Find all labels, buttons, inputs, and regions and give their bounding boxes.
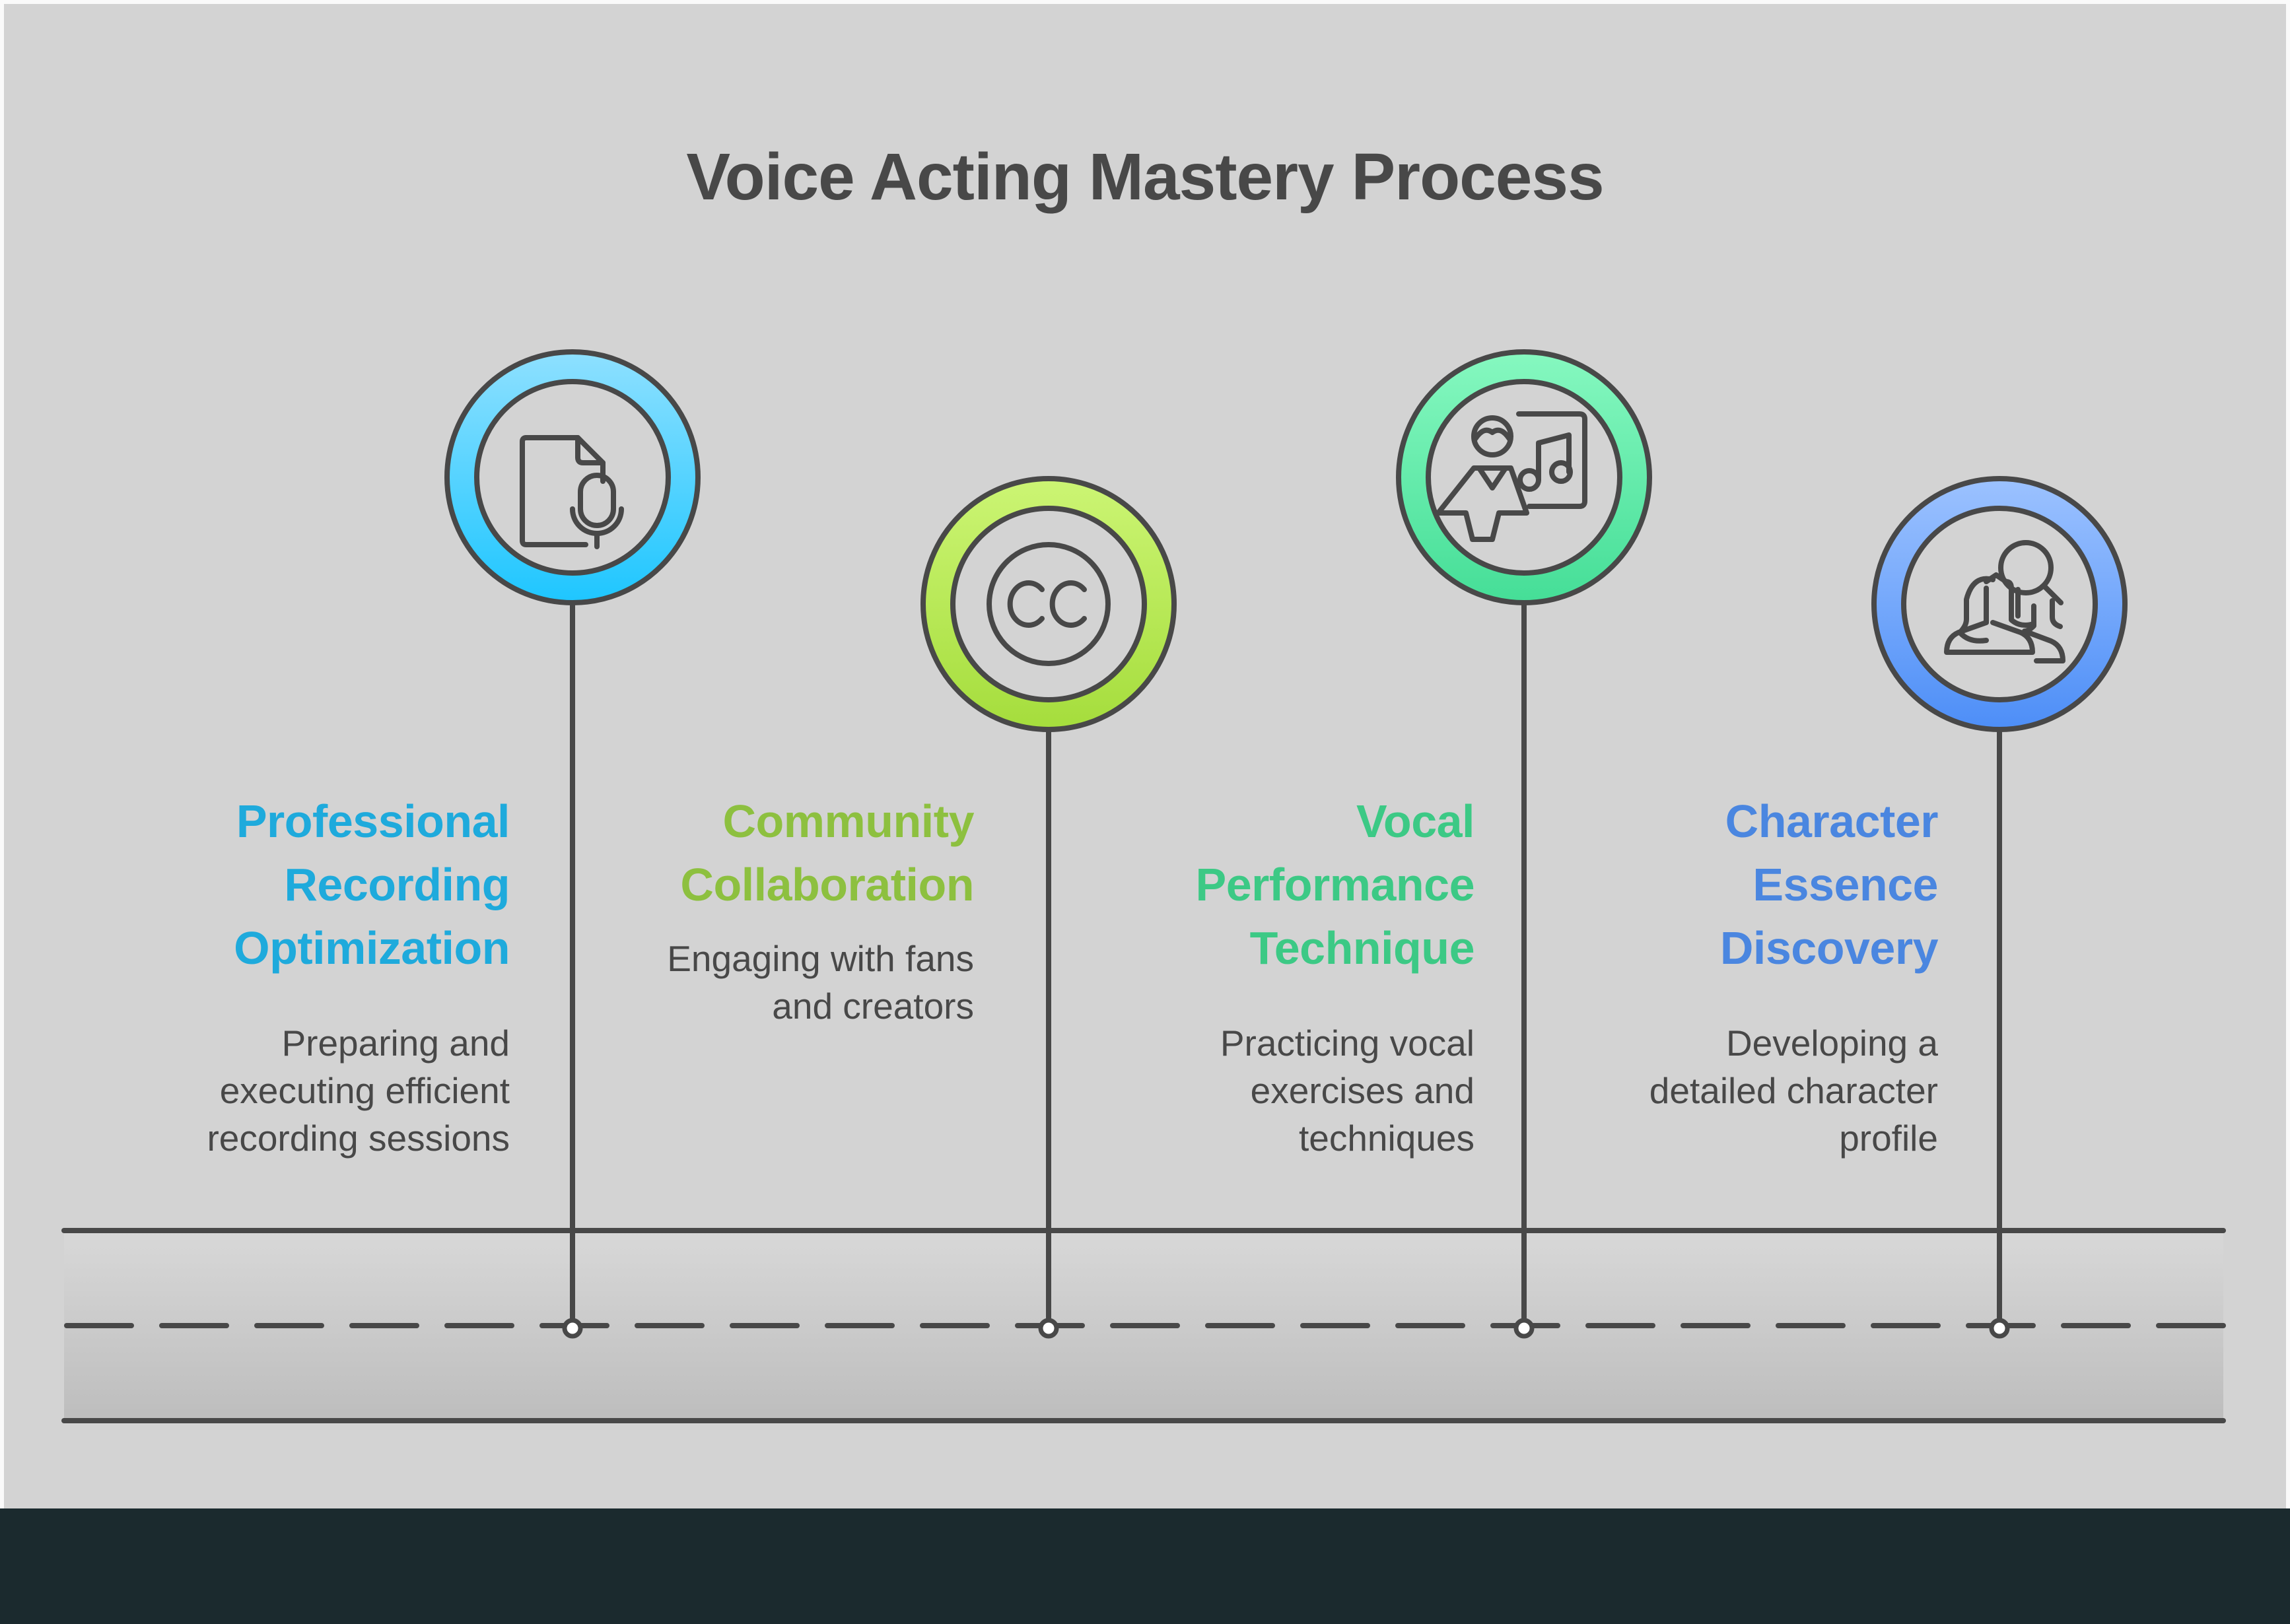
step-community-collaboration xyxy=(920,476,1177,1339)
document-microphone-icon xyxy=(520,435,624,549)
step-1-text: Professional Recording Optimization Prep… xyxy=(207,790,510,1162)
step-4-description: Developing a detailed character profile xyxy=(1649,1023,1938,1159)
timeline-pin xyxy=(1989,1318,2010,1339)
timeline-pin xyxy=(1513,1318,1535,1339)
person-search-icon xyxy=(1944,540,2065,663)
step-3-text: Vocal Performance Technique Practicing v… xyxy=(1196,790,1475,1162)
step-inner-circle xyxy=(950,506,1147,702)
closed-captions-icon xyxy=(987,542,1111,666)
timeline-pin xyxy=(1038,1318,1059,1339)
step-professional-recording xyxy=(444,349,701,1339)
footer-band xyxy=(0,1508,2290,1624)
step-inner-circle xyxy=(1901,506,2098,702)
step-4-heading: Character Essence Discovery xyxy=(1719,795,1939,974)
music-teacher-icon xyxy=(1436,411,1587,542)
step-3-heading: Vocal Performance Technique xyxy=(1195,795,1475,974)
step-character-discovery xyxy=(1871,476,2128,1339)
step-vocal-performance xyxy=(1396,349,1652,1339)
timeline-pin xyxy=(562,1318,583,1339)
diagram-title: Voice Acting Mastery Process xyxy=(686,140,1604,214)
step-1-description: Preparing and executing efficient record… xyxy=(207,1023,510,1159)
step-3-description: Practicing vocal exercises and technique… xyxy=(1220,1023,1475,1159)
step-2-text: Community Collaboration Engaging with fa… xyxy=(667,790,974,1030)
step-inner-circle xyxy=(1426,379,1622,576)
step-2-description: Engaging with fans and creators xyxy=(667,938,974,1027)
step-1-heading: Professional Recording Optimization xyxy=(234,795,510,974)
step-2-heading: Community Collaboration xyxy=(680,795,974,910)
step-4-text: Character Essence Discovery Developing a… xyxy=(1649,790,1939,1162)
